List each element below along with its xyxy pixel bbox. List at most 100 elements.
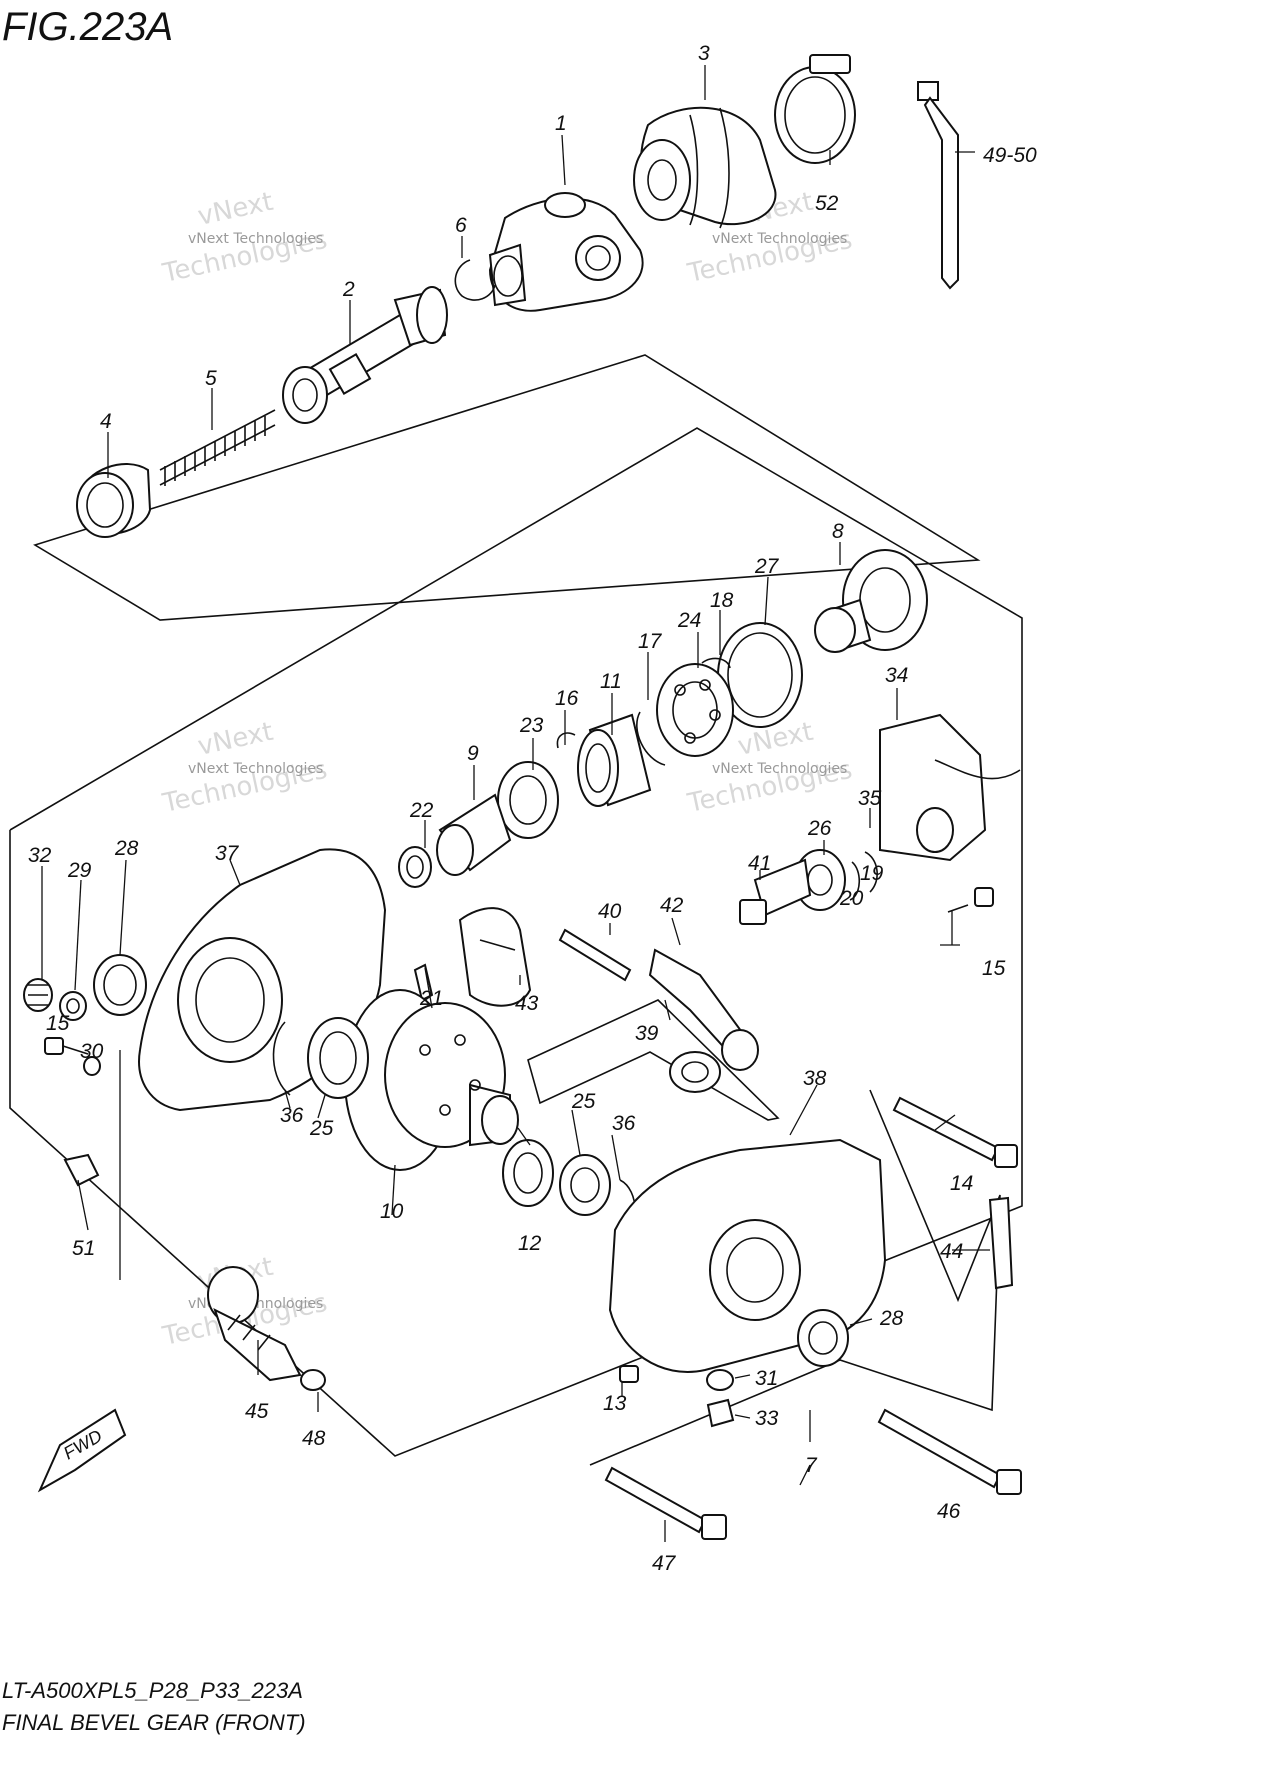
upper-assembly-frame (33, 354, 981, 621)
callout-36-right: 36 (612, 1112, 636, 1135)
nut-51 (63, 1153, 100, 1187)
bearing-25-left (307, 1017, 369, 1099)
model-code: LT-A500XPL5_P28_P33_223A (2, 1678, 303, 1703)
circlip-6 (454, 259, 496, 301)
nut-33 (706, 1398, 735, 1428)
fork-subframe (527, 999, 780, 1121)
callout-24: 24 (677, 609, 701, 632)
callout-31: 31 (755, 1367, 778, 1390)
washer-30 (83, 1056, 101, 1076)
callout-37: 37 (215, 842, 240, 865)
ring-17 (636, 711, 666, 766)
ring-20 (849, 861, 861, 901)
callout-22: 22 (409, 799, 434, 822)
callout-13: 13 (603, 1392, 627, 1415)
callout-30: 30 (80, 1040, 104, 1063)
bolt-15-right (947, 887, 994, 913)
callout-3: 3 (698, 42, 710, 65)
callout-45: 45 (245, 1400, 269, 1423)
bearing-24 (656, 663, 734, 757)
callout-7: 7 (805, 1454, 818, 1477)
rubber-boot (633, 106, 777, 229)
bevel-pinion-9 (436, 793, 512, 876)
callout-34: 34 (885, 664, 908, 687)
svg-text:vNext Technologies: vNext Technologies (712, 761, 847, 777)
svg-text:vNext Technologies: vNext Technologies (188, 761, 323, 777)
bracket-44 (988, 1196, 1014, 1290)
bolt-15-left (44, 1037, 89, 1055)
universal-joint (488, 192, 644, 312)
pinion-8 (814, 549, 928, 653)
callout-28-right: 28 (879, 1307, 904, 1330)
shim-36-left (272, 1021, 291, 1096)
callout-9: 9 (467, 742, 479, 765)
ring-19 (864, 851, 878, 893)
callout-38: 38 (803, 1067, 827, 1090)
leader-lines (41, 65, 990, 1542)
callout-20: 20 (839, 887, 864, 910)
pin-21 (413, 963, 434, 1002)
callout-27: 27 (754, 555, 780, 578)
callout-28-left: 28 (114, 837, 139, 860)
shaft-40 (558, 928, 632, 982)
forward-arrow-icon: FWD (37, 1408, 127, 1493)
callout-44: 44 (940, 1240, 963, 1263)
callout-21: 21 (419, 987, 443, 1010)
callout-47: 47 (652, 1552, 677, 1575)
seal-12 (502, 1139, 554, 1207)
svg-text:vNext Technologies: vNext Technologies (712, 231, 847, 247)
bearing-23 (497, 761, 559, 839)
figure-caption: FINAL BEVEL GEAR (FRONT) (2, 1710, 306, 1735)
callout-41: 41 (748, 852, 771, 875)
bolt-46 (877, 1408, 1022, 1495)
callout-12: 12 (518, 1232, 542, 1255)
callout-18: 18 (710, 589, 734, 612)
svg-text:vNext: vNext (195, 717, 276, 762)
callout-4: 4 (100, 410, 112, 433)
callout-19: 19 (860, 862, 884, 885)
ring-gear-10 (344, 989, 519, 1171)
spring-5 (159, 409, 276, 486)
callout-43: 43 (515, 992, 539, 1015)
callout-15-right: 15 (982, 957, 1006, 980)
callout-2: 2 (342, 278, 355, 301)
main-assembly-frame (9, 427, 1023, 1457)
shift-fork-42 (648, 948, 759, 1071)
input-shaft (282, 286, 448, 424)
callout-11: 11 (600, 670, 622, 693)
cable-tie (917, 81, 959, 290)
washer-31 (706, 1369, 734, 1391)
callout-35: 35 (858, 787, 882, 810)
callout-5: 5 (205, 367, 217, 390)
seal-28-right (797, 1309, 849, 1367)
figure-title: FIG.223A (2, 5, 173, 49)
callout-10: 10 (380, 1200, 404, 1223)
callout-17: 17 (638, 630, 663, 653)
callout-49-50: 49-50 (983, 144, 1037, 167)
callout-25-left: 25 (309, 1117, 334, 1140)
sleeve-39 (669, 1051, 721, 1093)
housing-subframe (589, 1089, 1001, 1466)
bearing-22 (398, 846, 432, 888)
actuator-34 (879, 713, 1021, 862)
circlip-18 (701, 657, 731, 669)
callout-15-left: 15 (46, 1012, 70, 1035)
callout-6: 6 (455, 214, 467, 237)
plug-32 (23, 978, 53, 1012)
svg-text:vNext Technologies: vNext Technologies (188, 231, 323, 247)
seal-28-left (93, 954, 147, 1016)
clamp-48 (300, 1369, 326, 1391)
bearing-25-right (559, 1154, 611, 1216)
callout-51: 51 (72, 1237, 95, 1260)
svg-text:vNext: vNext (195, 187, 276, 232)
callout-25-right: 25 (571, 1090, 596, 1113)
cap-4 (76, 463, 152, 538)
callout-23: 23 (519, 714, 544, 737)
callout-8: 8 (832, 520, 844, 543)
bolt-47 (604, 1466, 727, 1540)
bolt-14 (892, 1096, 1018, 1168)
callout-1: 1 (555, 112, 567, 135)
callout-14: 14 (950, 1172, 973, 1195)
callout-42: 42 (660, 894, 684, 917)
